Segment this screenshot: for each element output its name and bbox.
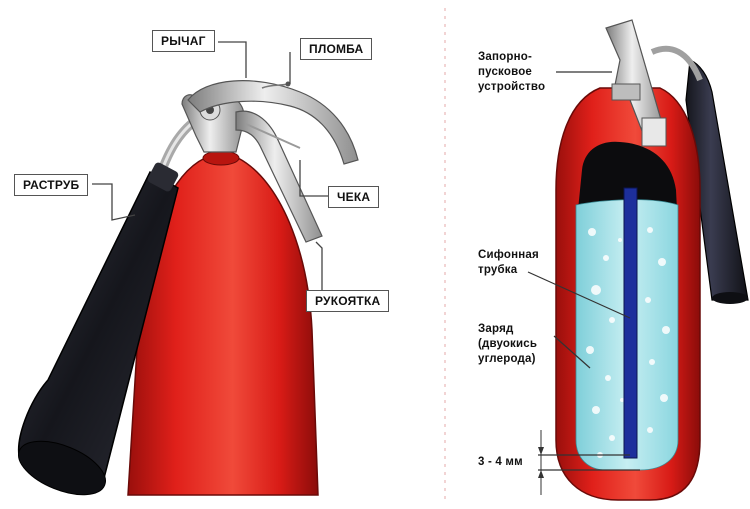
label-horn: РАСТРУБ — [14, 174, 88, 196]
label-siphon-line1: Сифонная — [478, 248, 539, 263]
label-charge-line1: Заряд — [478, 322, 537, 337]
label-charge: Заряд (двуокись углерода) — [478, 322, 537, 367]
label-charge-line3: углерода) — [478, 352, 537, 367]
label-pin: ЧЕКА — [328, 186, 379, 208]
label-lever: РЫЧАГ — [152, 30, 215, 52]
label-valve-line2: пусковое — [478, 65, 545, 80]
label-valve-line1: Запорно- — [478, 50, 545, 65]
label-valve-line3: устройство — [478, 80, 545, 95]
right-extinguisher-cutaway — [528, 20, 748, 500]
cylinder-neck — [203, 151, 239, 165]
label-valve: Запорно- пусковое устройство — [478, 50, 545, 95]
label-siphon-line2: трубка — [478, 263, 539, 278]
siphon-tube — [624, 188, 637, 458]
label-charge-line2: (двуокись — [478, 337, 537, 352]
left-extinguisher — [11, 42, 358, 506]
label-siphon: Сифонная трубка — [478, 248, 539, 278]
label-seal: ПЛОМБА — [300, 38, 372, 60]
label-handle: РУКОЯТКА — [306, 290, 389, 312]
label-gap: 3 - 4 мм — [478, 455, 523, 470]
